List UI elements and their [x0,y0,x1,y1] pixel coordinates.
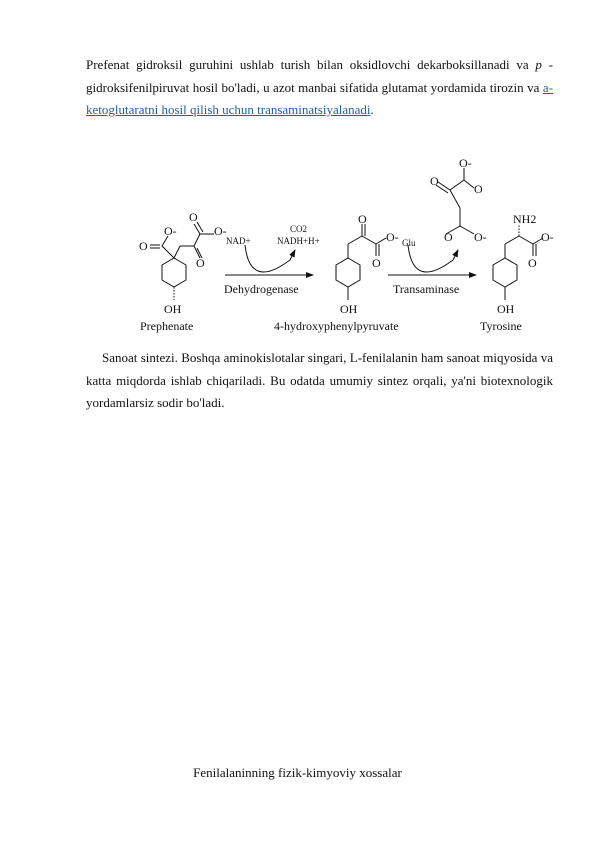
reaction-scheme: O O- O O- O OH NAD+ CO2 NADH+H+ Glu Dehy… [130,150,570,340]
atom-label: OH [497,302,515,316]
atom-label: OH [164,302,182,316]
intro-text-1: Prefenat gidroksil guruhini ushlab turis… [86,57,536,72]
co2-label: CO2 [290,224,308,234]
transamination-link[interactable]: a-ketoglutaratni hosil qilish uchun tran… [86,79,553,118]
atom-label: O [430,174,439,188]
atom-label: O- [214,224,227,238]
atom-label: O [189,210,198,224]
hpp-ring [335,257,361,288]
glu-label: Glu [402,238,416,248]
para-prefix-italic: p [535,57,542,72]
atom-label: O- [386,230,399,244]
atom-label: O [528,256,537,270]
atom-label: O [444,230,453,244]
atom-label: O [196,256,205,270]
prephenate-ring [161,257,187,288]
enzyme-dehydrogenase: Dehydrogenase [224,282,299,296]
intro-paragraph: Prefenat gidroksil guruhini ushlab turis… [86,54,553,122]
compound-tyrosine: Tyrosine [480,319,522,333]
intro-text-3: . [370,102,374,117]
atom-label: O- [541,230,554,244]
intro-text-2: -gidroksifenilpiruvat hosil bo'ladi, u a… [86,57,553,95]
tyrosine-ring [492,257,518,288]
industrial-synthesis-paragraph: Sanoat sintezi. Boshqa aminokislotalar s… [86,350,553,410]
atom-label: O [372,256,381,270]
section-caption: Fenilalaninning fizik-kimyoviy xossalar [193,765,402,780]
atom-label: O [474,182,483,196]
atom-label: O [358,212,367,226]
atom-label: OH [340,302,358,316]
atom-label: O [139,239,148,253]
compound-hpp: 4-hydroxyphenylpyruvate [274,319,399,333]
atom-label: O- [459,156,472,170]
enzyme-transaminase: Transaminase [393,282,460,296]
atom-label: NH2 [513,212,537,226]
atom-label: O- [164,224,177,238]
nad-label: NAD+ [226,236,251,246]
reaction-scheme-svg [150,168,544,300]
nadh-label: NADH+H+ [277,236,320,246]
atom-label: O- [474,230,487,244]
compound-prephenate: Prephenate [140,319,194,333]
